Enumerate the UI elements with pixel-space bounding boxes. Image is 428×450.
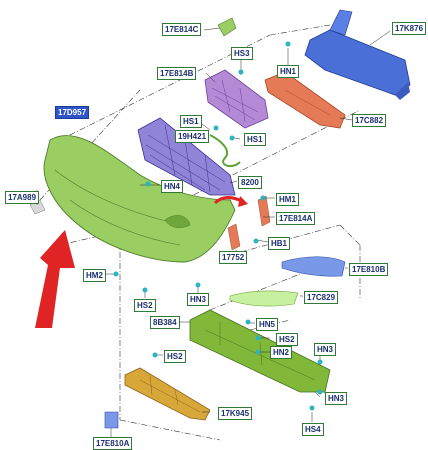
label-8b384[interactable]: 8B384 [150,316,180,329]
label-17752[interactable]: 17752 [219,251,248,264]
label-17e810a[interactable]: 17E810A [93,437,133,450]
label-hn2[interactable]: HN2 [270,346,293,359]
label-hs1-upper[interactable]: HS1 [180,115,202,128]
label-hm2[interactable]: HM2 [83,269,106,282]
label-17k945[interactable]: 17K945 [218,407,253,420]
label-hn4[interactable]: HN4 [161,180,184,193]
label-hn5[interactable]: HN5 [256,318,279,331]
label-17k876[interactable]: 17K876 [392,22,427,35]
label-hs3[interactable]: HS3 [231,47,253,60]
main-grille [137,117,236,196]
side-trim-right [281,256,346,277]
bumper-cover [29,135,236,263]
label-hn3-a[interactable]: HN3 [187,293,210,306]
sensor-harness [209,134,241,168]
label-hs2-c[interactable]: HS2 [164,350,186,363]
grille-clip [257,195,271,227]
label-8200[interactable]: 8200 [238,176,262,189]
label-17e814a[interactable]: 17E814A [276,212,316,225]
leader-lines [36,27,391,437]
bracket-17752 [227,223,241,251]
label-17c882[interactable]: 17C882 [352,114,387,127]
callout-curve-arrowhead [238,196,248,207]
label-hn3-c[interactable]: HN3 [325,392,348,405]
reinforcement-beam [304,9,411,100]
skid-plate [124,367,211,421]
label-hn1[interactable]: HN1 [277,65,300,78]
label-hs2-a[interactable]: HS2 [134,299,156,312]
label-hs1-lower[interactable]: HS1 [244,133,266,146]
label-17a989[interactable]: 17A989 [5,191,40,204]
big-red-arrow [35,230,75,328]
label-hn3-b[interactable]: HN3 [314,343,337,356]
lower-trim [229,290,299,307]
label-hs4[interactable]: HS4 [302,423,324,436]
upper-grille [204,69,269,129]
clip-17e810a [104,411,119,429]
label-17e814c[interactable]: 17E814C [162,23,202,36]
label-17d957[interactable]: 17D957 [55,106,90,119]
label-hs2-b[interactable]: HS2 [276,333,298,346]
label-17e810b[interactable]: 17E810B [349,263,389,276]
label-hm1[interactable]: HM1 [276,193,299,206]
label-17e814b[interactable]: 17E814B [157,67,197,80]
label-hb1[interactable]: HB1 [268,237,291,250]
label-17c829[interactable]: 17C829 [304,291,339,304]
absorber [264,71,346,129]
grille-bracket [217,17,237,37]
label-19h421[interactable]: 19H421 [175,130,210,143]
fasteners [113,41,323,411]
